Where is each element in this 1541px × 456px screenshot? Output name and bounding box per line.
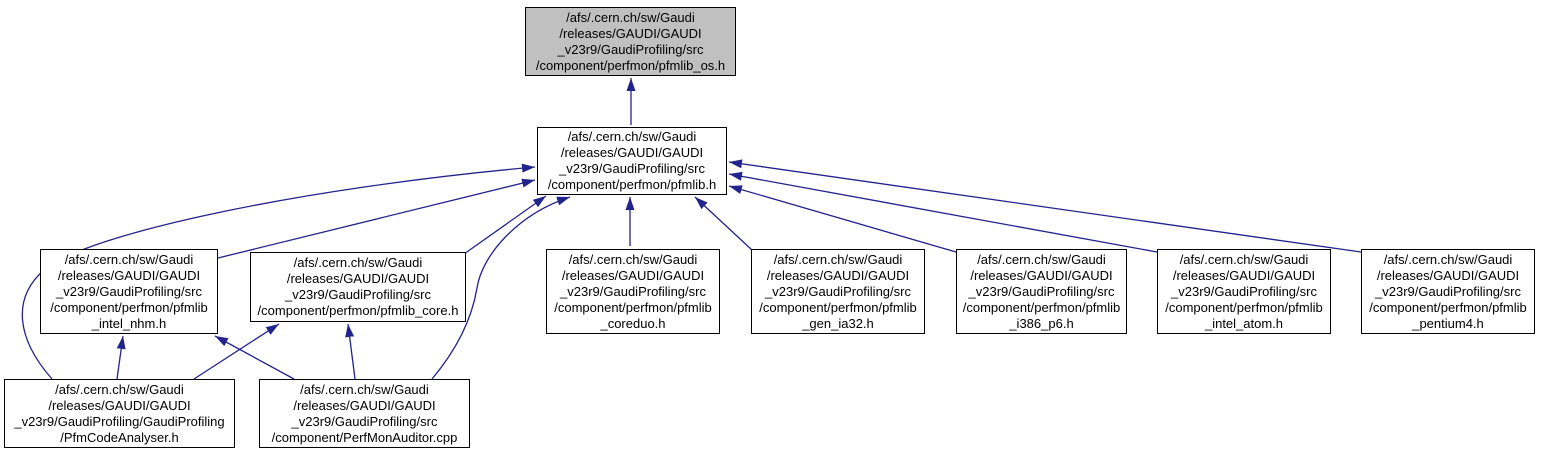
node-pfmlib-intel-atom-h[interactable]: /afs/.cern.ch/sw/Gaudi /releases/GAUDI/G… (1157, 249, 1331, 334)
node-pfmlib-coreduo-h[interactable]: /afs/.cern.ch/sw/Gaudi /releases/GAUDI/G… (546, 249, 720, 334)
edge-intel-nhm-to-pfmlib (217, 178, 536, 259)
node-pfmcodeanalyser-h[interactable]: /afs/.cern.ch/sw/Gaudi /releases/GAUDI/G… (4, 379, 235, 448)
edge-perfmonauditor-to-core (345, 323, 356, 380)
node-pfmlib-intel-nhm-h[interactable]: /afs/.cern.ch/sw/Gaudi /releases/GAUDI/G… (40, 249, 218, 334)
edge-intel-atom-to-pfmlib (728, 171, 1158, 253)
edge-pfmcodeanalyser-to-core (193, 323, 280, 380)
node-pfmlib-gen-ia32-h[interactable]: /afs/.cern.ch/sw/Gaudi /releases/GAUDI/G… (751, 249, 925, 334)
edge-pfmcodeanalyser-to-intel-nhm (116, 335, 126, 380)
node-perfmonauditor-cpp[interactable]: /afs/.cern.ch/sw/Gaudi /releases/GAUDI/G… (259, 379, 470, 448)
node-pfmlib-i386-p6-h[interactable]: /afs/.cern.ch/sw/Gaudi /releases/GAUDI/G… (956, 249, 1127, 334)
edge-perfmonauditor-to-pfmlib (431, 196, 571, 380)
node-pfmlib-h[interactable]: /afs/.cern.ch/sw/Gaudi /releases/GAUDI/G… (537, 127, 727, 195)
edge-pfmcodeanalyser-to-pfmlib (21, 163, 536, 380)
node-pfmlib-core-h[interactable]: /afs/.cern.ch/sw/Gaudi /releases/GAUDI/G… (250, 252, 466, 322)
edge-pentium4-to-pfmlib (728, 159, 1362, 253)
edge-i386-p6-to-pfmlib (728, 185, 957, 253)
node-pfmlib-pentium4-h[interactable]: /afs/.cern.ch/sw/Gaudi /releases/GAUDI/G… (1361, 249, 1535, 334)
edge-gen-ia32-to-pfmlib (694, 196, 754, 252)
node-pfmlib-os-h[interactable]: /afs/.cern.ch/sw/Gaudi /releases/GAUDI/G… (525, 7, 736, 76)
edge-core-to-pfmlib (463, 195, 547, 255)
edge-perfmonauditor-to-intel-nhm (214, 335, 295, 380)
